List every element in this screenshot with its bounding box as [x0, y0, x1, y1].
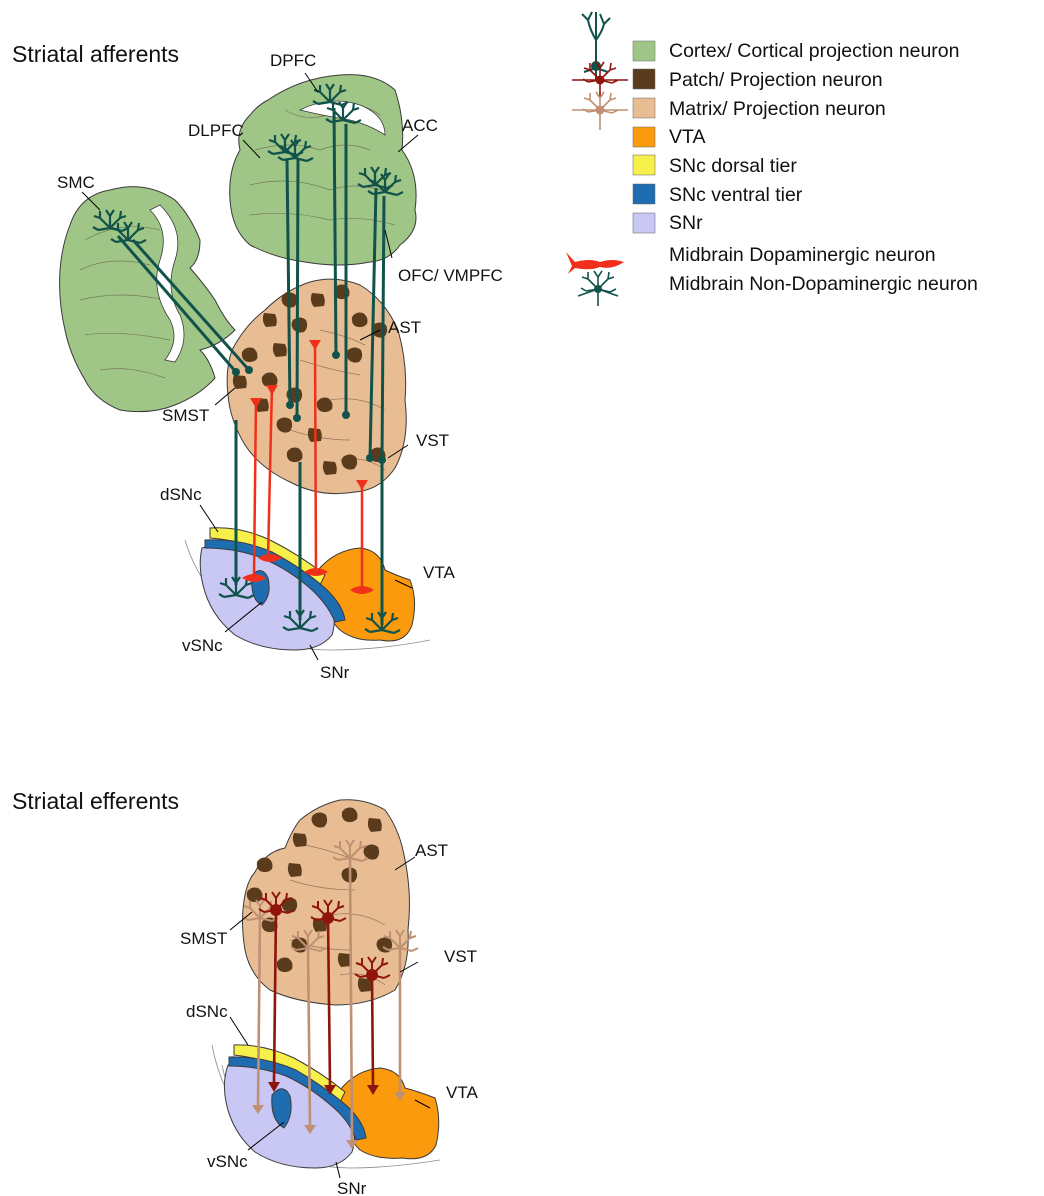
label-dsnc-efferent: dSNc [186, 1002, 228, 1021]
efferents-panel: Striatal efferents [12, 788, 478, 1196]
label-smst: SMST [162, 406, 209, 425]
patch-neuron-soma [596, 76, 605, 85]
label-dlpfc: DLPFC [188, 121, 244, 140]
legend-icons [566, 12, 628, 306]
label-smst-efferent: SMST [180, 929, 227, 948]
legend-label-vta: VTA [669, 126, 705, 148]
legend-swatches [633, 41, 655, 233]
label-ast: AST [388, 318, 421, 337]
label-dpfc: DPFC [270, 51, 316, 70]
swatch-vta [633, 127, 655, 147]
afferents-panel: Striatal afferents [12, 41, 503, 682]
label-snr: SNr [320, 663, 350, 682]
label-vsnc-efferent: vSNc [207, 1152, 248, 1171]
swatch-snc-dorsal [633, 155, 655, 175]
vta-efferent [340, 1068, 439, 1159]
label-vsnc: vSNc [182, 636, 223, 655]
label-smc: SMC [57, 173, 95, 192]
legend-label-snr: SNr [669, 212, 703, 234]
label-snr-efferent: SNr [337, 1179, 367, 1196]
swatch-matrix [633, 98, 655, 118]
legend-label-snc-dorsal: SNc dorsal tier [669, 155, 797, 177]
label-acc: ACC [402, 116, 438, 135]
afferents-title: Striatal afferents [12, 41, 179, 67]
legend: Cortex/ Cortical projection neuron Patch… [566, 12, 978, 306]
label-vst-efferent: VST [444, 947, 477, 966]
efferents-title: Striatal efferents [12, 788, 179, 814]
efferent-midbrain [212, 1045, 440, 1168]
label-ast-efferent: AST [415, 841, 448, 860]
afferent-midbrain [185, 528, 430, 650]
label-ofc-vmpfc: OFC/ VMPFC [398, 266, 503, 285]
legend-label-non-dopaminergic: Midbrain Non-Dopaminergic neuron [669, 273, 978, 295]
dopaminergic-neuron-icon [566, 252, 624, 274]
legend-label-dopaminergic: Midbrain Dopaminergic neuron [669, 244, 936, 266]
legend-label-patch: Patch/ Projection neuron [669, 69, 883, 91]
legend-label-cortex: Cortex/ Cortical projection neuron [669, 40, 959, 62]
swatch-cortex [633, 41, 655, 61]
label-vst: VST [416, 431, 449, 450]
legend-label-snc-ventral: SNc ventral tier [669, 184, 803, 206]
legend-label-matrix: Matrix/ Projection neuron [669, 98, 886, 120]
non-dopaminergic-soma [594, 285, 602, 293]
matrix-neuron-soma [596, 106, 605, 115]
swatch-snc-ventral [633, 184, 655, 204]
smc-cortex-slice [60, 187, 235, 412]
swatch-patch [633, 69, 655, 89]
swatch-snr [633, 213, 655, 233]
label-vta-efferent: VTA [446, 1083, 478, 1102]
label-vta: VTA [423, 563, 455, 582]
label-dsnc: dSNc [160, 485, 202, 504]
